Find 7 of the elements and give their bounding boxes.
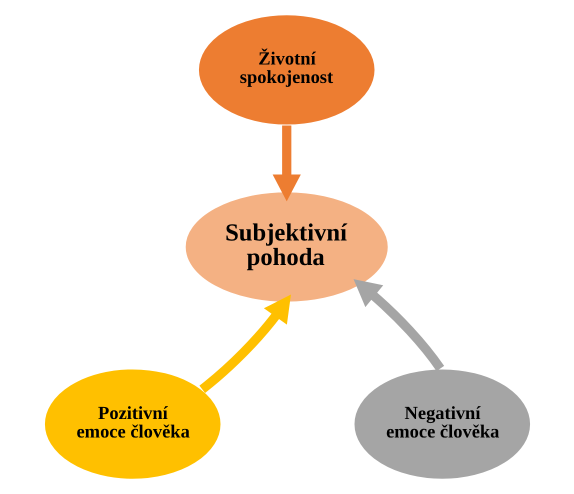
- arrow: [198, 294, 290, 393]
- node-ellipse: Pozitivní emoce člověka: [42, 368, 222, 480]
- arrow: [272, 126, 300, 202]
- arrow: [353, 279, 444, 372]
- node-ellipse: Subjektivní pohoda: [184, 190, 389, 304]
- node-ellipse: Negativní emoce člověka: [352, 368, 532, 480]
- node-ellipse: Životní spokojenost: [196, 14, 376, 126]
